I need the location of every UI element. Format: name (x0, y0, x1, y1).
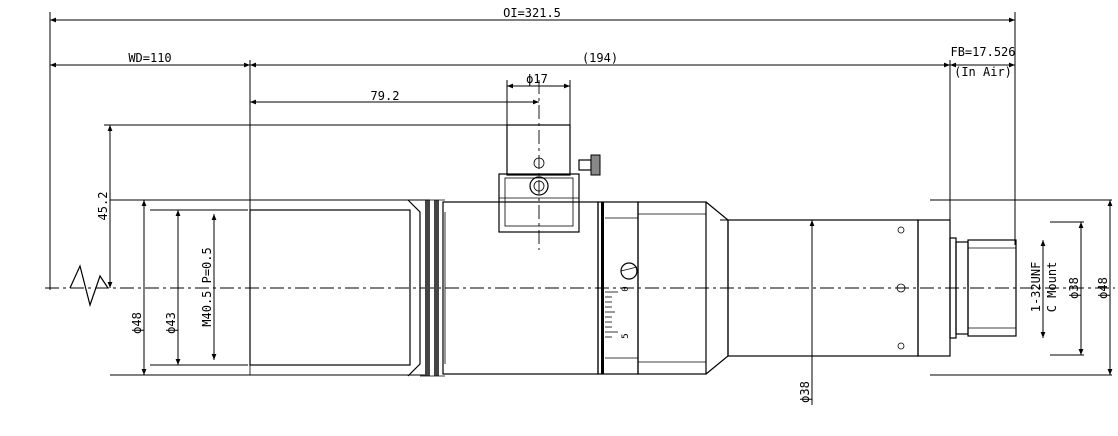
wd-label: WD=110 (128, 51, 171, 65)
fb-note-label: (In Air) (954, 65, 1012, 79)
d45-label: 45.2 (96, 192, 110, 221)
mount-bracket (498, 80, 601, 250)
screw (896, 283, 906, 293)
phi38-right-label: ϕ38 (1067, 277, 1081, 299)
dimension-lines (50, 17, 1113, 405)
mount-thread-label: 1-32UNF (1029, 262, 1043, 313)
phi48-left-label: ϕ48 (130, 312, 144, 334)
phi48-right-label: ϕ48 (1096, 277, 1110, 299)
scale-knob (620, 262, 638, 280)
focus-scale (605, 291, 618, 338)
lens-body (249, 199, 1017, 377)
scale-mark-5: 5 (621, 333, 631, 338)
fb-label: FB=17.526 (950, 45, 1015, 59)
mount-name-label: C Mount (1045, 262, 1059, 313)
screw (897, 226, 905, 234)
d79-label: 79.2 (371, 89, 400, 103)
phi17-label: ϕ17 (526, 72, 548, 86)
break-symbol (69, 264, 109, 308)
thread-label: M40.5 P=0.5 (200, 247, 214, 326)
phi38-bottom-label: ϕ38 (798, 381, 812, 403)
phi43-label: ϕ43 (164, 312, 178, 334)
oi-label: OI=321.5 (503, 6, 561, 20)
screw (897, 342, 905, 350)
scale-mark-0: 0 (621, 286, 631, 291)
body-length-label: (194) (582, 51, 618, 65)
